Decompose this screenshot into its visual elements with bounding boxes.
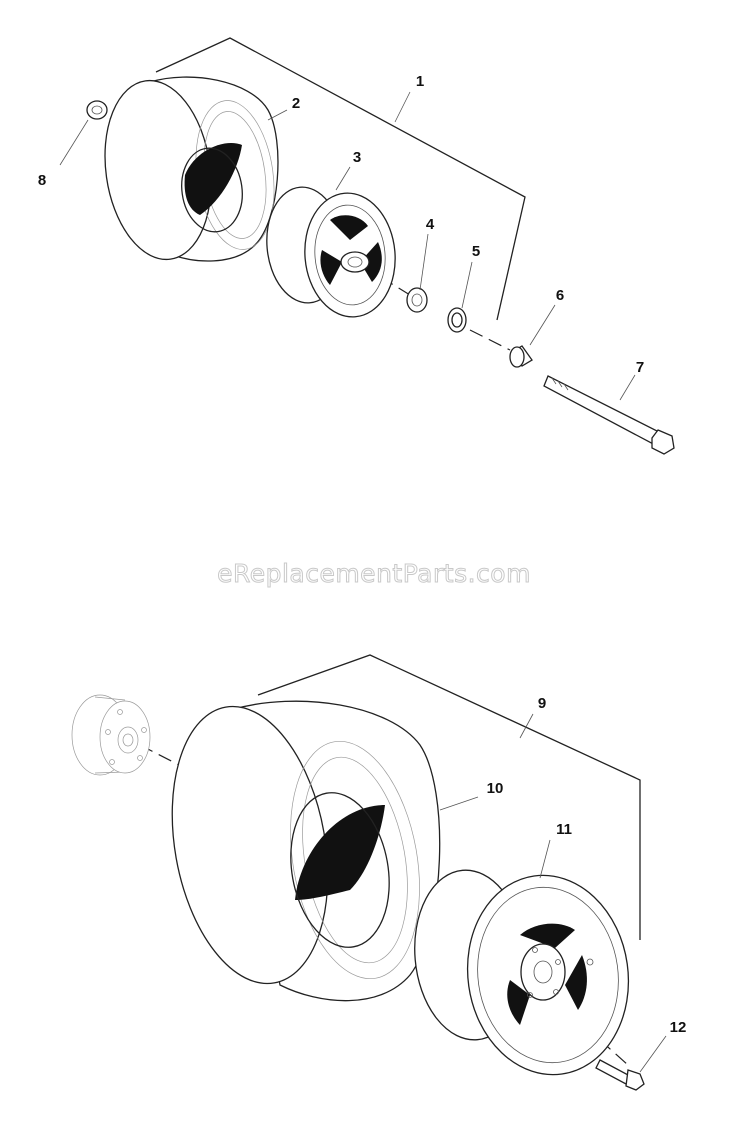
callout-4: 4 <box>426 216 435 233</box>
leader-6 <box>529 304 556 346</box>
callout-3: 3 <box>353 149 361 166</box>
callout-2: 2 <box>292 95 300 112</box>
callout-5: 5 <box>472 243 480 260</box>
part-3-rim <box>266 186 396 318</box>
watermark-text: eReplacementParts.com <box>217 559 531 588</box>
leader-9 <box>519 713 534 739</box>
part-12-lug-bolt <box>595 1059 645 1091</box>
axis-line-lower <box>139 744 629 1066</box>
callout-11: 11 <box>556 821 572 838</box>
leader-5 <box>461 261 473 309</box>
bracket-9 <box>257 654 641 940</box>
callout-8: 8 <box>38 172 46 189</box>
leader-3 <box>335 166 351 191</box>
leader-7 <box>619 374 636 401</box>
part-5-washer <box>447 307 467 333</box>
part-7-bolt <box>543 375 675 455</box>
callout-6: 6 <box>556 287 564 304</box>
part-6-spacer <box>509 345 533 368</box>
front-wheel-assembly <box>59 37 675 455</box>
leader-2 <box>267 109 288 121</box>
leader-10 <box>439 796 479 811</box>
callout-1: 1 <box>416 73 424 90</box>
callout-12: 12 <box>670 1019 687 1036</box>
leader-1 <box>394 91 411 123</box>
leader-12 <box>639 1035 667 1073</box>
part-8-nut <box>86 100 108 120</box>
part-4-bearing <box>406 287 428 313</box>
leader-11 <box>539 839 551 879</box>
rear-wheel-assembly <box>71 654 667 1091</box>
callout-9: 9 <box>538 695 546 712</box>
bracket-1 <box>155 37 526 321</box>
part-10-tire <box>171 700 441 1002</box>
part-11-rim <box>414 869 630 1076</box>
callout-labels: 1 2 3 4 5 6 7 8 9 10 11 12 <box>38 73 687 1036</box>
leader-4 <box>419 233 429 291</box>
callout-10: 10 <box>487 780 504 797</box>
leader-8 <box>59 119 89 166</box>
wheel-hub <box>71 694 151 776</box>
callout-7: 7 <box>636 359 644 376</box>
part-2-tire <box>104 76 279 262</box>
